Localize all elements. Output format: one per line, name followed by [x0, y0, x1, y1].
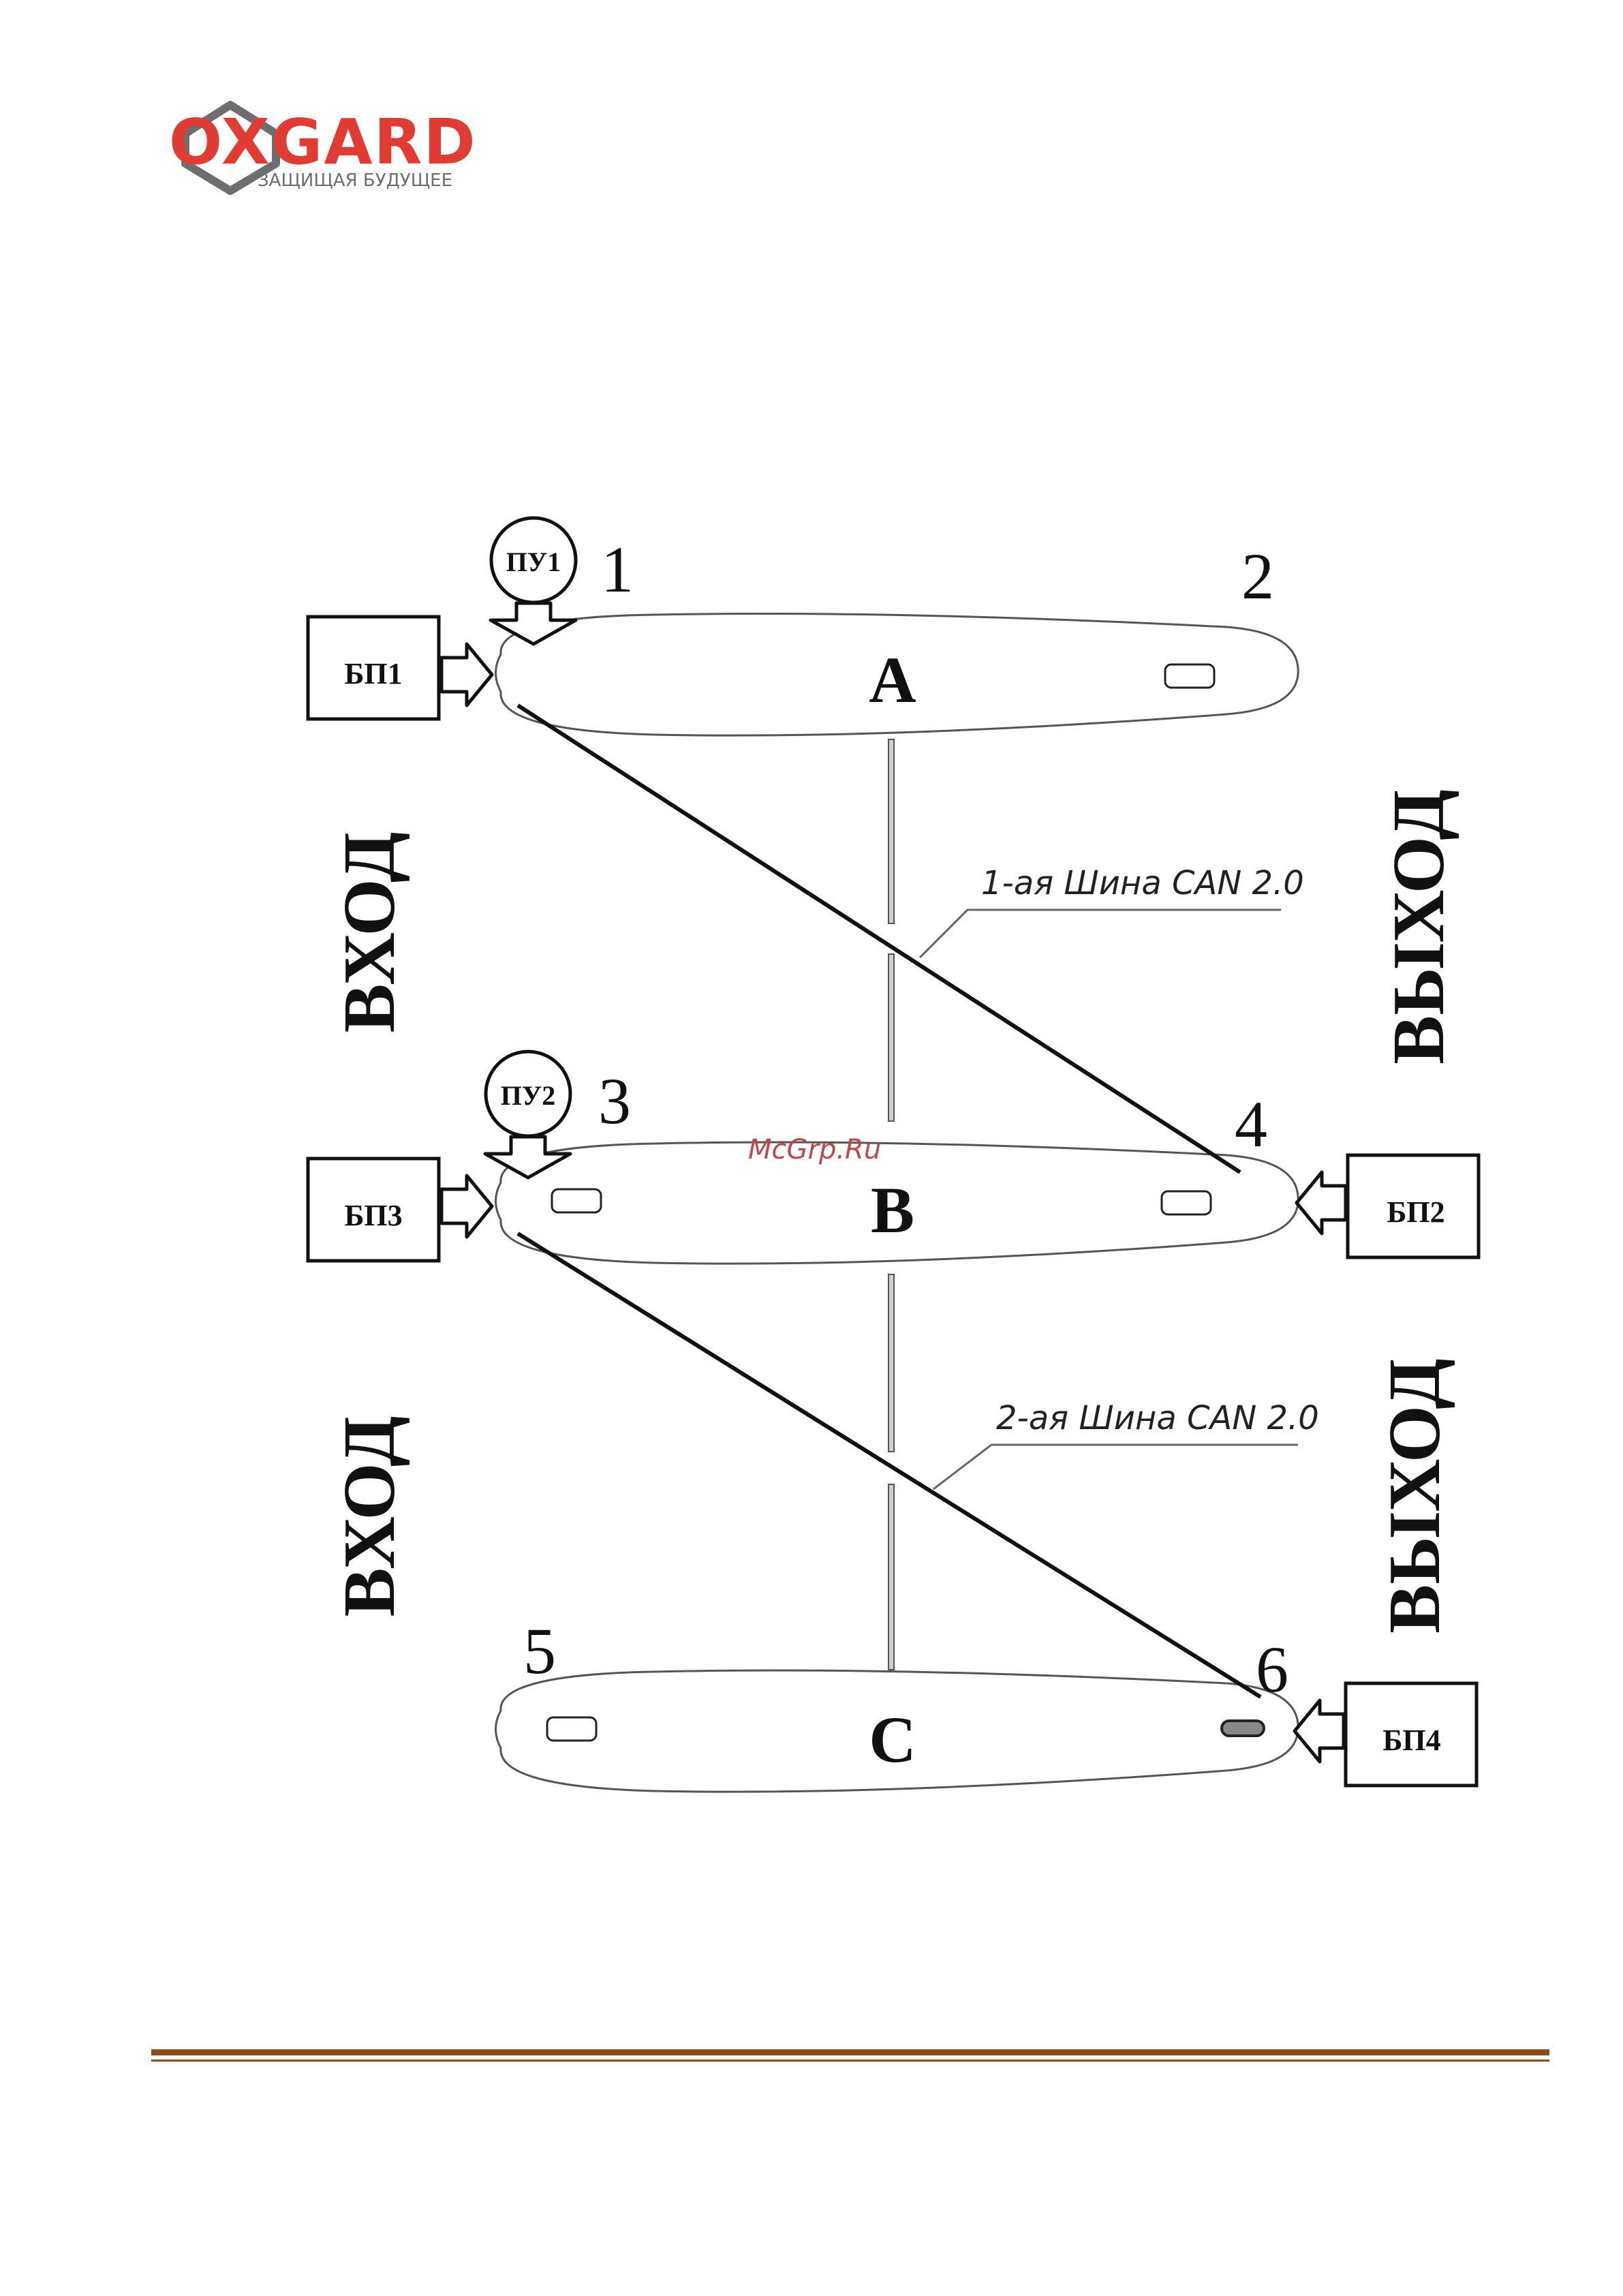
- control-panel-pu1: ПУ1: [491, 518, 576, 644]
- gate-a: A: [496, 613, 1299, 735]
- point-3: 3: [598, 1065, 631, 1137]
- control-panel-pu1-label: ПУ1: [506, 547, 561, 577]
- arrow-right-icon: [442, 644, 492, 705]
- gate-c-letter: C: [869, 1703, 916, 1776]
- power-unit-bp2-label: БП2: [1387, 1195, 1444, 1229]
- footer-rule: [151, 2049, 1549, 2062]
- gate-b-letter: B: [871, 1174, 914, 1246]
- point-4: 4: [1235, 1088, 1267, 1161]
- power-unit-bp1-label: БП1: [344, 657, 402, 690]
- arrow-right-icon: [442, 1176, 492, 1237]
- exit-label-bottom: ВЫХОД: [1374, 1358, 1455, 1634]
- control-panel-pu2: ПУ2: [485, 1052, 570, 1178]
- power-unit-bp3-label: БП3: [344, 1199, 402, 1232]
- gate-c: C: [496, 1670, 1299, 1792]
- watermark-text: McGrp.Ru: [748, 1134, 881, 1165]
- point-1: 1: [601, 533, 634, 606]
- entry-label-top: ВХОД: [329, 832, 410, 1033]
- logo-tagline: ЗАЩИЩАЯ БУДУЩЕЕ: [258, 170, 452, 191]
- entry-label-bottom: ВХОД: [329, 1416, 410, 1617]
- gate-b-sensor-right: [1162, 1191, 1211, 1214]
- control-panel-pu2-label: ПУ2: [501, 1080, 555, 1111]
- gate-b-sensor-left: [552, 1189, 601, 1212]
- can-bus-1-leader: [920, 910, 1281, 958]
- point-2: 2: [1241, 540, 1274, 613]
- gate-c-sensor-left: [547, 1717, 596, 1741]
- exit-label-top: ВЫХОД: [1378, 789, 1459, 1065]
- gate-b: B: [496, 1142, 1299, 1264]
- gate-a-letter: A: [869, 643, 916, 716]
- can-bus-1-label: 1-ая Шина CAN 2.0: [981, 864, 1304, 902]
- can-bus-2-leader: [933, 1445, 1298, 1489]
- power-unit-bp3: БП3: [308, 1159, 492, 1261]
- can-bus-2-label: 2-ая Шина CAN 2.0: [996, 1399, 1319, 1437]
- logo-brand: OXGARD: [169, 106, 477, 179]
- power-unit-bp4-label: БП4: [1382, 1724, 1440, 1757]
- point-5: 5: [523, 1614, 556, 1687]
- gate-c-sensor-right: [1222, 1721, 1264, 1736]
- point-6: 6: [1256, 1633, 1288, 1706]
- power-unit-bp1: БП1: [308, 617, 492, 719]
- power-unit-bp4: БП4: [1295, 1683, 1477, 1786]
- power-unit-bp2: БП2: [1297, 1155, 1479, 1257]
- gate-a-sensor: [1165, 664, 1214, 688]
- oxgard-logo: OXGARD ЗАЩИЩАЯ БУДУЩЕЕ: [169, 105, 477, 191]
- arrow-left-icon: [1297, 1172, 1346, 1234]
- arrow-left-icon: [1295, 1700, 1344, 1762]
